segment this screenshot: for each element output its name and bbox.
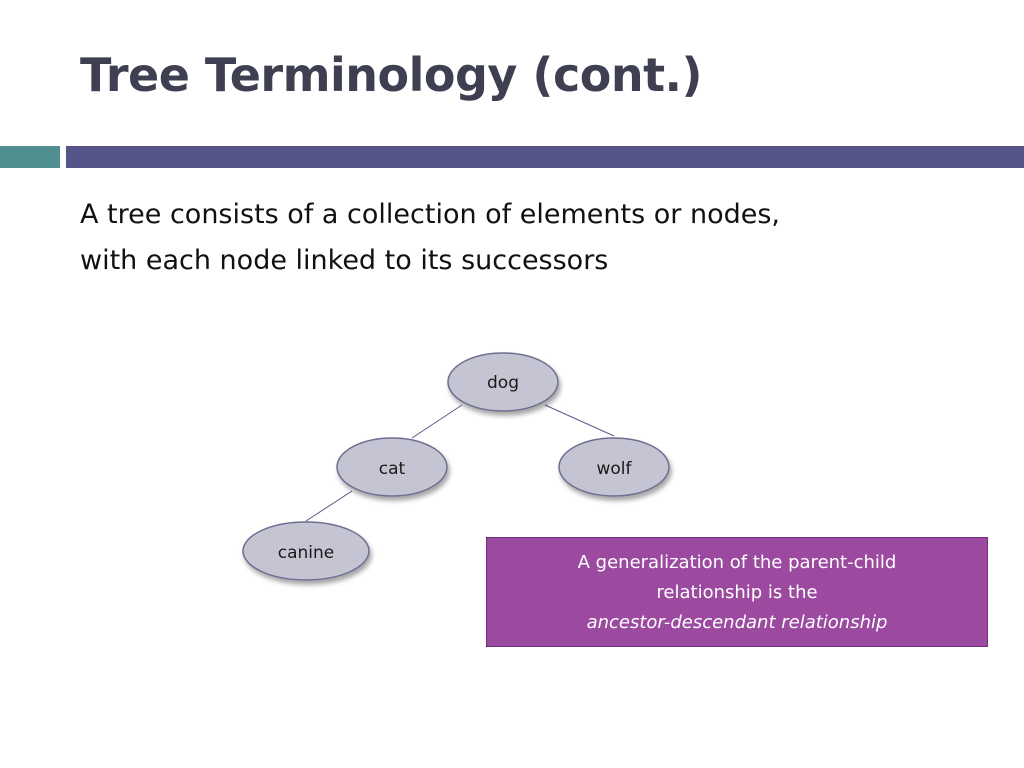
edge-cat-canine bbox=[305, 490, 353, 522]
node-wolf: wolf bbox=[558, 437, 670, 497]
node-canine: canine bbox=[242, 521, 370, 581]
edge-dog-cat bbox=[411, 404, 463, 439]
callout-box: A generalization of the parent-child rel… bbox=[486, 537, 988, 647]
callout-line-1: A generalization of the parent-child bbox=[577, 552, 897, 573]
title-rule-accent bbox=[0, 146, 60, 168]
node-canine-label: canine bbox=[278, 543, 335, 563]
node-wolf-label: wolf bbox=[596, 459, 632, 479]
node-cat: cat bbox=[336, 437, 448, 497]
body-line-2: with each node linked to its successors bbox=[80, 245, 609, 276]
body-line-1: A tree consists of a collection of eleme… bbox=[80, 199, 780, 230]
body-text: A tree consists of a collection of eleme… bbox=[80, 192, 940, 284]
slide-title: Tree Terminology (cont.) bbox=[80, 48, 703, 102]
node-cat-label: cat bbox=[379, 459, 406, 479]
callout-line-3: ancestor-descendant relationship bbox=[586, 612, 888, 633]
node-dog: dog bbox=[447, 352, 559, 412]
edge-dog-wolf bbox=[544, 404, 615, 437]
node-dog-label: dog bbox=[487, 373, 519, 393]
title-rule bbox=[66, 146, 1024, 168]
callout-line-2: relationship is the bbox=[656, 582, 818, 603]
